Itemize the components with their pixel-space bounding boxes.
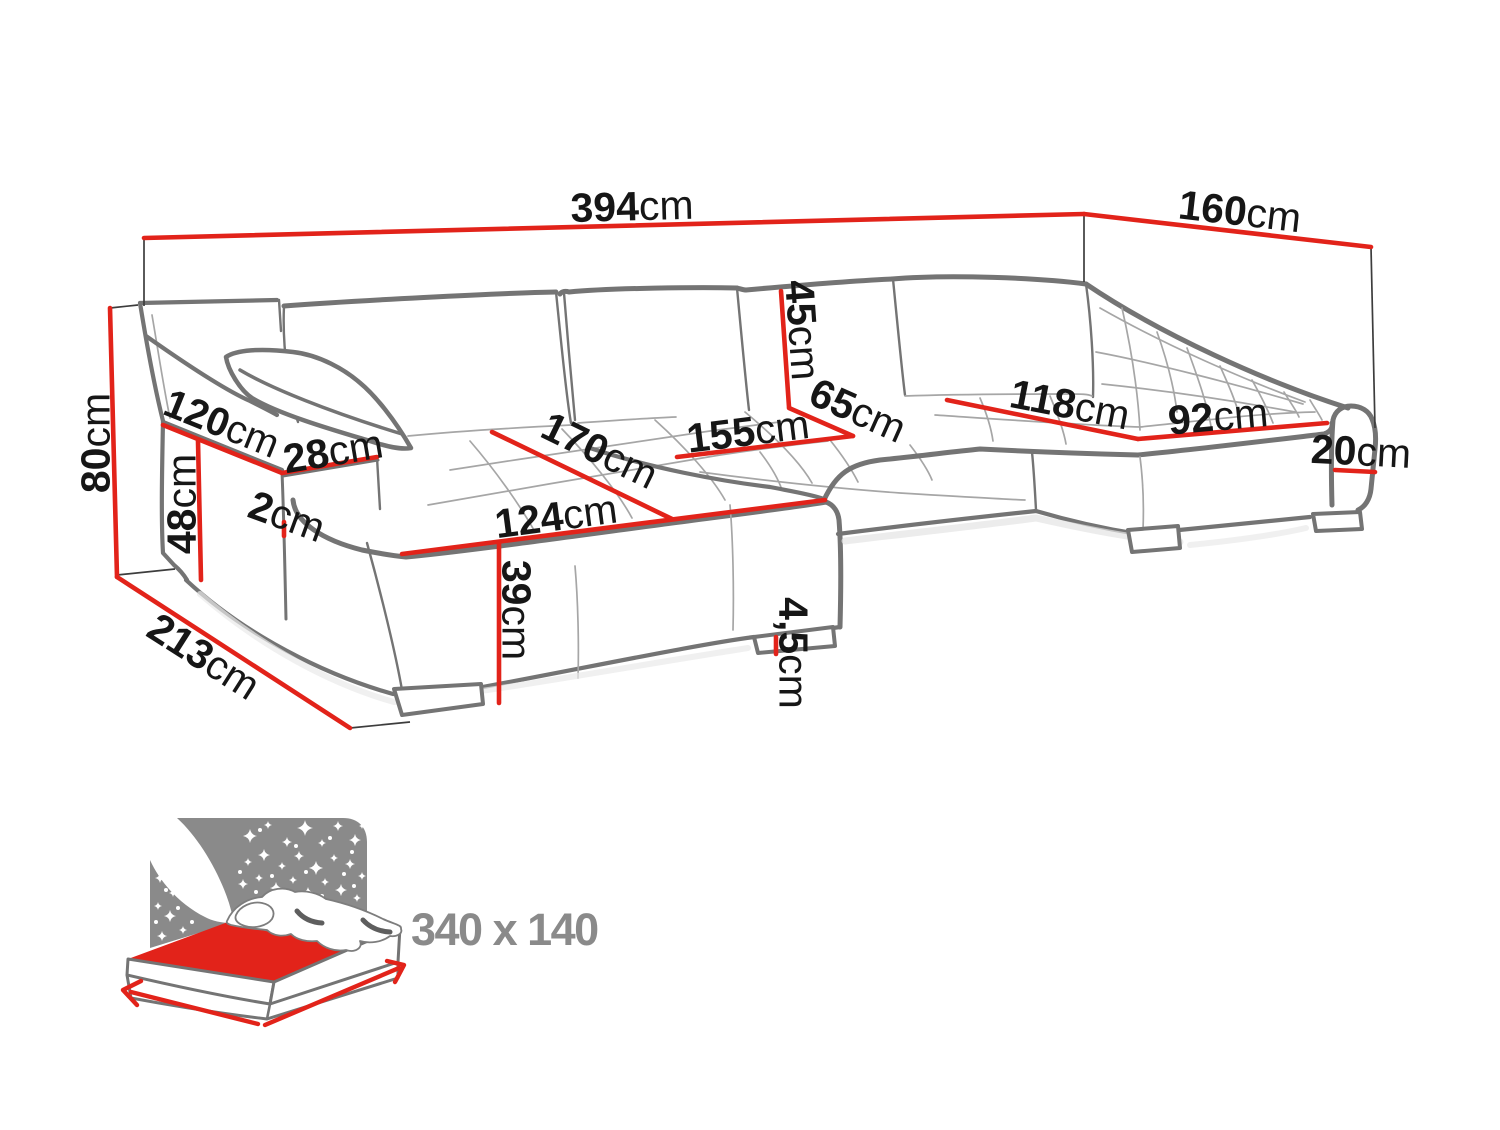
svg-text:28cm: 28cm bbox=[280, 420, 386, 482]
svg-text:394cm: 394cm bbox=[570, 182, 694, 231]
svg-text:92cm: 92cm bbox=[1166, 389, 1270, 444]
svg-text:80cm: 80cm bbox=[72, 393, 118, 493]
svg-text:155cm: 155cm bbox=[684, 401, 812, 462]
svg-text:39cm: 39cm bbox=[494, 560, 540, 660]
svg-text:124cm: 124cm bbox=[492, 486, 620, 548]
svg-text:45cm: 45cm bbox=[776, 278, 829, 381]
svg-text:48cm: 48cm bbox=[158, 454, 204, 554]
svg-text:4,5cm: 4,5cm bbox=[771, 597, 817, 709]
svg-text:160cm: 160cm bbox=[1176, 181, 1304, 241]
svg-text:118cm: 118cm bbox=[1006, 370, 1133, 438]
svg-text:20cm: 20cm bbox=[1310, 426, 1413, 477]
svg-text:340 x 140: 340 x 140 bbox=[411, 904, 598, 955]
